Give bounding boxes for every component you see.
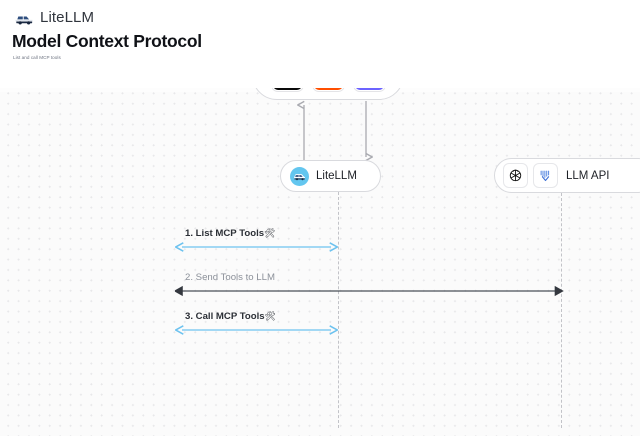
page-subtitle: List and call MCP tools bbox=[13, 55, 61, 60]
litellm-car-icon bbox=[15, 15, 33, 24]
openai-glyph-icon bbox=[509, 169, 522, 182]
page-title: Model Context Protocol bbox=[12, 31, 202, 51]
vertex-ai-glyph-icon bbox=[540, 170, 550, 182]
lifeline-litellm bbox=[338, 192, 339, 428]
message-1-arrow bbox=[175, 241, 338, 255]
connector-mcp-tools-to-litellm-down-icon bbox=[365, 101, 373, 162]
message-3-label: 3. Call MCP Tools🛠 bbox=[185, 311, 277, 322]
tools-emoji-icon: 🛠 bbox=[264, 311, 277, 321]
message-2-arrow bbox=[175, 285, 564, 297]
lifeline-llm-api bbox=[561, 193, 562, 428]
litellm-car-avatar-icon bbox=[290, 166, 309, 186]
node-litellm[interactable]: LiteLLM bbox=[280, 160, 381, 192]
tools-emoji-icon: 🛠 bbox=[264, 228, 276, 238]
vertex-ai-logo-icon bbox=[533, 163, 558, 188]
message-2-label: 2. Send Tools to LLM bbox=[185, 272, 275, 283]
car-glyph-icon bbox=[294, 174, 305, 181]
node-litellm-label: LiteLLM bbox=[316, 170, 357, 182]
node-llm-api[interactable]: LLM API bbox=[494, 158, 640, 193]
openai-logo-icon bbox=[503, 163, 528, 188]
brand[interactable]: LiteLLM bbox=[14, 9, 94, 26]
connector-litellm-to-mcp-tools-up-icon bbox=[297, 100, 305, 161]
page-header: LiteLLM Model Context Protocol List and … bbox=[0, 0, 640, 88]
message-3-arrow bbox=[175, 324, 338, 338]
node-llm-api-label: LLM API bbox=[566, 169, 610, 182]
message-1-label: 1. List MCP Tools🛠 bbox=[185, 228, 276, 239]
brand-label: LiteLLM bbox=[40, 9, 95, 26]
